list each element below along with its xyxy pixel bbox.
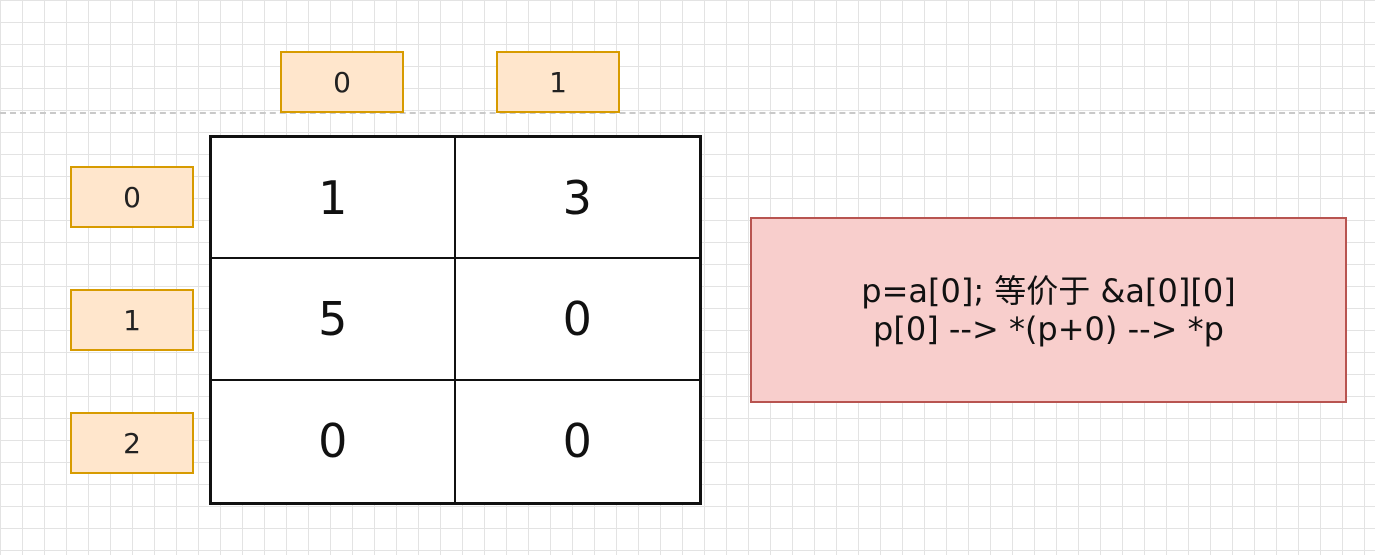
note-line-1: p=a[0]; 等价于 &a[0][0]	[861, 271, 1236, 310]
matrix-cell-0-1: 3	[455, 138, 699, 260]
row-index-1: 1	[70, 289, 194, 351]
matrix-cell-1-0: 5	[212, 259, 456, 381]
matrix-cell-2-0: 0	[212, 380, 456, 502]
note-line-2: p[0] --> *(p+0) --> *p	[873, 310, 1224, 348]
matrix-cell-0-0: 1	[212, 138, 456, 260]
dashed-separator-line	[0, 112, 1375, 114]
row-index-0: 0	[70, 166, 194, 228]
matrix-cell-1-1: 0	[455, 259, 699, 381]
column-index-0: 0	[280, 51, 404, 113]
pointer-note-box: p=a[0]; 等价于 &a[0][0] p[0] --> *(p+0) -->…	[750, 217, 1347, 403]
matrix-cell-2-1: 0	[562, 414, 592, 469]
matrix-grid: 1 3 5 0 0 0	[209, 135, 702, 505]
row-index-2: 2	[70, 412, 194, 474]
column-index-1: 1	[496, 51, 620, 113]
